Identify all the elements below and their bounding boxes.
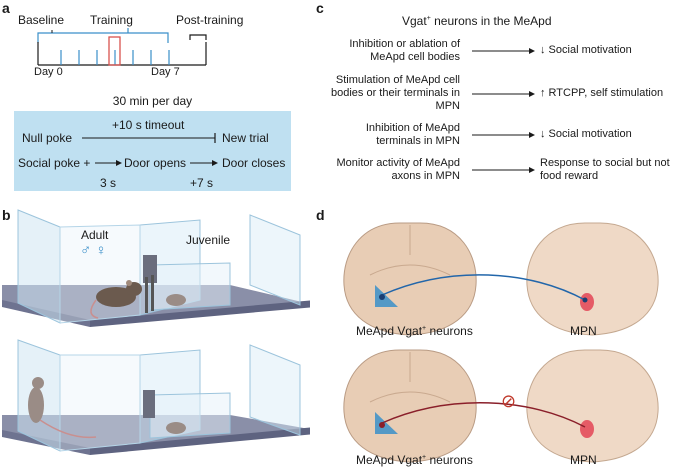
- axon-top: [381, 274, 586, 301]
- training-label: Training: [90, 13, 133, 27]
- timeout-label: +10 s timeout: [112, 118, 185, 132]
- finding-row-3-right: ↓ Social motivation: [540, 128, 632, 140]
- training-timeline: [37, 28, 207, 66]
- juvenile-label: Juvenile: [186, 233, 231, 247]
- finding-row-4-right: Response to social but not food reward: [540, 157, 670, 182]
- axon-bottom: [381, 401, 586, 428]
- meapd-label-top-sup: +: [422, 325, 427, 332]
- meapd-label-bottom-suffix: neurons: [426, 453, 473, 467]
- sex-symbols: ♂ ♀: [80, 242, 107, 259]
- panel-label-d: d: [316, 207, 325, 223]
- mpn-label-top: MPN: [570, 324, 597, 338]
- brain-bottom-left: [343, 349, 477, 463]
- finding-row-3-left: Inhibition of MeApd terminals in MPN: [365, 122, 460, 147]
- new-trial-label: New trial: [222, 131, 269, 145]
- baseline-label: Baseline: [18, 13, 65, 27]
- panel-label-c: c: [316, 0, 324, 16]
- door-closes-label: Door closes: [222, 156, 286, 170]
- brain-top-right: [526, 222, 659, 336]
- door-opens-label: Door opens: [124, 156, 187, 170]
- post-training-label: Post-training: [176, 13, 244, 27]
- meapd-label-top-prefix: MeApd Vgat: [356, 324, 423, 338]
- mpn-label-bottom: MPN: [570, 453, 597, 467]
- meapd-label-top-suffix: neurons: [426, 324, 473, 338]
- inhibit-icon: ⊘: [501, 391, 517, 411]
- finding-arrows: [472, 48, 535, 173]
- protocol-box: [14, 111, 291, 191]
- finding-row-2-right: ↑ RTCPP, self stimulation: [540, 87, 664, 99]
- finding-row-4-left: Monitor activity of MeApd axons in MPN: [336, 157, 461, 182]
- meapd-label-bottom: MeApd Vgat+ neurons: [356, 453, 473, 467]
- panel-c-title-sup: +: [426, 15, 431, 22]
- delay2-label: +7 s: [190, 176, 214, 190]
- panel-c-title: Vgat+ neurons in the MeApd: [402, 14, 552, 28]
- protocol-title: 30 min per day: [112, 94, 193, 108]
- panel-label-b: b: [2, 207, 11, 223]
- panel-c-title-prefix: Vgat: [402, 14, 427, 28]
- panel-c-title-suffix: neurons in the MeApd: [430, 14, 552, 28]
- delay1-label: 3 s: [100, 176, 117, 190]
- null-poke-label: Null poke: [22, 131, 73, 145]
- finding-row-1-left: Inhibition or ablation of MeApd cell bod…: [349, 38, 460, 63]
- meapd-label-bottom-prefix: MeApd Vgat: [356, 453, 423, 467]
- meapd-label-bottom-sup: +: [422, 454, 427, 461]
- panel-label-a: a: [2, 0, 10, 16]
- day7-label: Day 7: [151, 66, 180, 78]
- finding-row-1-right: ↓ Social motivation: [540, 44, 632, 56]
- meapd-label-top: MeApd Vgat+ neurons: [356, 324, 473, 338]
- brain-top-left: [343, 222, 477, 336]
- behavior-chamber-illustration: [2, 209, 310, 455]
- social-poke-label: Social poke +: [18, 156, 91, 170]
- brain-circuit-diagram: [343, 222, 659, 463]
- finding-row-2-left: Stimulation of MeApd cell bodies or thei…: [330, 74, 460, 112]
- brain-bottom-right: [526, 349, 659, 463]
- day0-label: Day 0: [34, 66, 63, 78]
- chamber-top: [2, 209, 310, 327]
- protocol-arrows: [82, 133, 218, 166]
- chamber-bottom: [2, 339, 310, 455]
- adult-label: Adult: [81, 228, 109, 242]
